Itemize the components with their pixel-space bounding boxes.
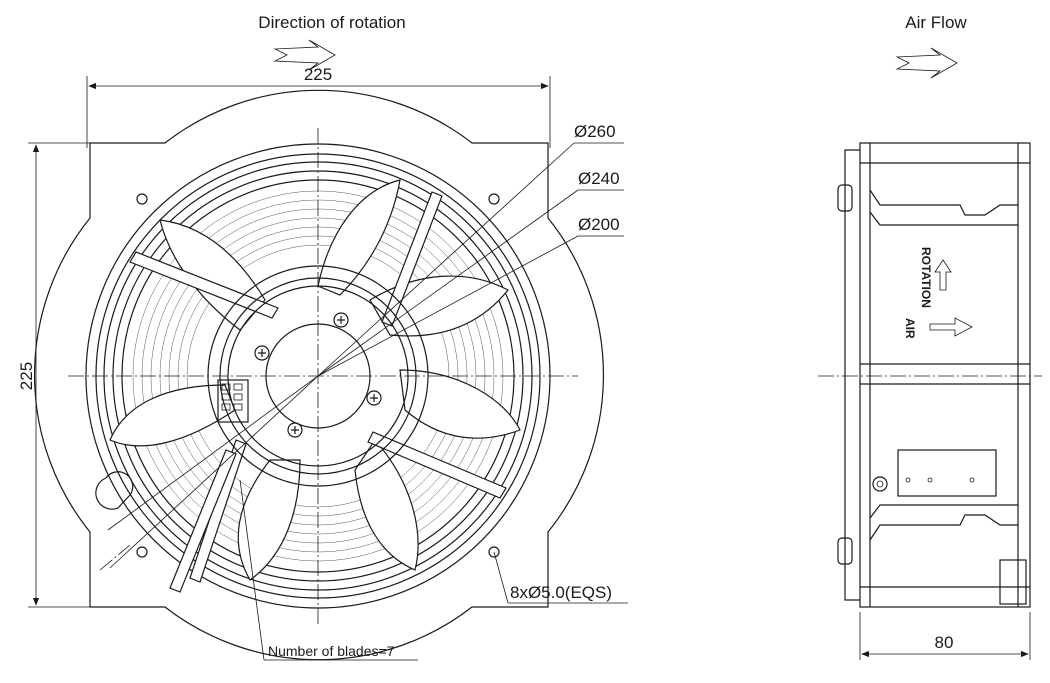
- rotation-arrow-icon: [273, 39, 336, 71]
- rotation-arrow-up-icon: [934, 259, 952, 291]
- leader-260: [317, 142, 575, 377]
- diam-200-label: Ø200: [578, 215, 620, 234]
- width-dim-label: 225: [304, 65, 332, 84]
- side-bolt: [837, 537, 853, 565]
- cable-slot: [95, 471, 134, 510]
- venturi-upper: [869, 189, 1018, 216]
- side-flange: [844, 149, 860, 601]
- airflow-arrow-icon: [895, 47, 958, 79]
- leader-blades: [239, 479, 265, 661]
- leader-lower-left: [107, 375, 319, 531]
- holes-label: 8xØ5.0(EQS): [510, 583, 612, 602]
- height-dim-label: 225: [17, 362, 36, 390]
- terminal-block: [217, 379, 249, 423]
- frame-outline: [33, 89, 605, 661]
- rotation-title: Direction of rotation: [258, 13, 405, 32]
- leader-holes: [493, 551, 509, 604]
- leader-240: [317, 189, 579, 377]
- airflow-title: Air Flow: [905, 13, 967, 32]
- air-label: AIR: [903, 318, 917, 339]
- screw-icon: [287, 422, 303, 438]
- depth-dim-label: 80: [935, 633, 954, 652]
- mounting-holes: [136, 193, 500, 558]
- diam-260-label: Ø260: [574, 122, 616, 141]
- blades-label: Number of blades=7: [268, 643, 395, 659]
- hub-screws: [254, 312, 382, 438]
- side-gland-icon: [872, 476, 888, 492]
- side-bolt: [837, 184, 853, 212]
- screw-icon: [254, 345, 270, 361]
- centerline-diagonal: [99, 544, 131, 571]
- side-body: [859, 142, 1031, 608]
- struts: [129, 191, 507, 593]
- air-arrow-right-icon: [929, 317, 973, 337]
- front-view: Direction of rotation 225 225: [17, 13, 628, 661]
- screw-icon: [333, 312, 349, 328]
- rotation-label: ROTATION: [919, 247, 933, 308]
- connector-box: [999, 559, 1027, 605]
- screw-icon: [366, 390, 382, 406]
- side-view: Air Flow ROTATION AIR: [818, 13, 1042, 660]
- label-plate: [897, 449, 997, 497]
- diam-240-label: Ø240: [578, 169, 620, 188]
- venturi-lower: [869, 514, 1018, 541]
- leader-200: [317, 235, 579, 377]
